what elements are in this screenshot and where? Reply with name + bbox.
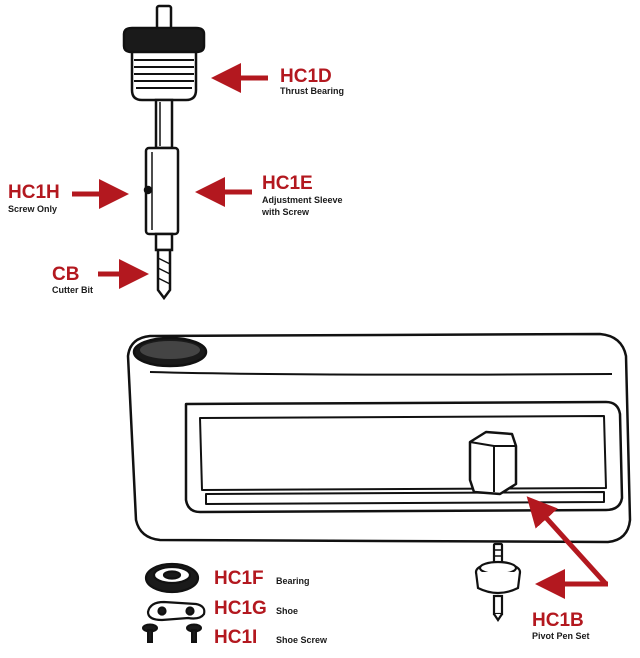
knob-cap: [124, 28, 204, 52]
label-hc1f-desc: Bearing: [276, 576, 310, 586]
shoe-screw-part-right: [187, 625, 201, 643]
label-hc1b-code: HC1B: [532, 610, 584, 631]
label-hc1d-code: HC1D: [280, 66, 332, 87]
spindle-shaft: [156, 100, 172, 148]
pivot-pin: [476, 544, 520, 620]
label-hc1i-desc: Shoe Screw: [276, 635, 328, 645]
label-hc1e-code: HC1E: [262, 173, 313, 194]
bearing-part: [146, 564, 198, 592]
cutter-bit: [158, 250, 170, 298]
label-cb-desc: Cutter Bit: [52, 285, 93, 295]
frame-slot: [206, 492, 604, 504]
label-hc1b-desc: Pivot Pen Set: [532, 631, 590, 641]
set-screw: [145, 187, 151, 193]
label-cb-code: CB: [52, 264, 79, 285]
label-hc1d-desc: Thrust Bearing: [280, 86, 344, 96]
spindle-top-shaft: [157, 6, 171, 30]
label-hc1e-desc-1: Adjustment Sleeve: [262, 195, 343, 205]
shoe-screw-part-left: [143, 625, 157, 643]
label-hc1f-code: HC1F: [214, 568, 264, 589]
label-hc1h-desc: Screw Only: [8, 204, 57, 214]
label-hc1i-code: HC1I: [214, 627, 257, 648]
lower-shaft: [156, 234, 172, 250]
spindle-assembly: [124, 6, 204, 298]
label-hc1e-desc-2: with Screw: [261, 207, 310, 217]
label-hc1g-desc: Shoe: [276, 606, 298, 616]
label-hc1h-code: HC1H: [8, 182, 60, 203]
shoe-part: [148, 602, 204, 620]
base-frame: [128, 334, 630, 542]
label-hc1g-code: HC1G: [214, 598, 267, 619]
